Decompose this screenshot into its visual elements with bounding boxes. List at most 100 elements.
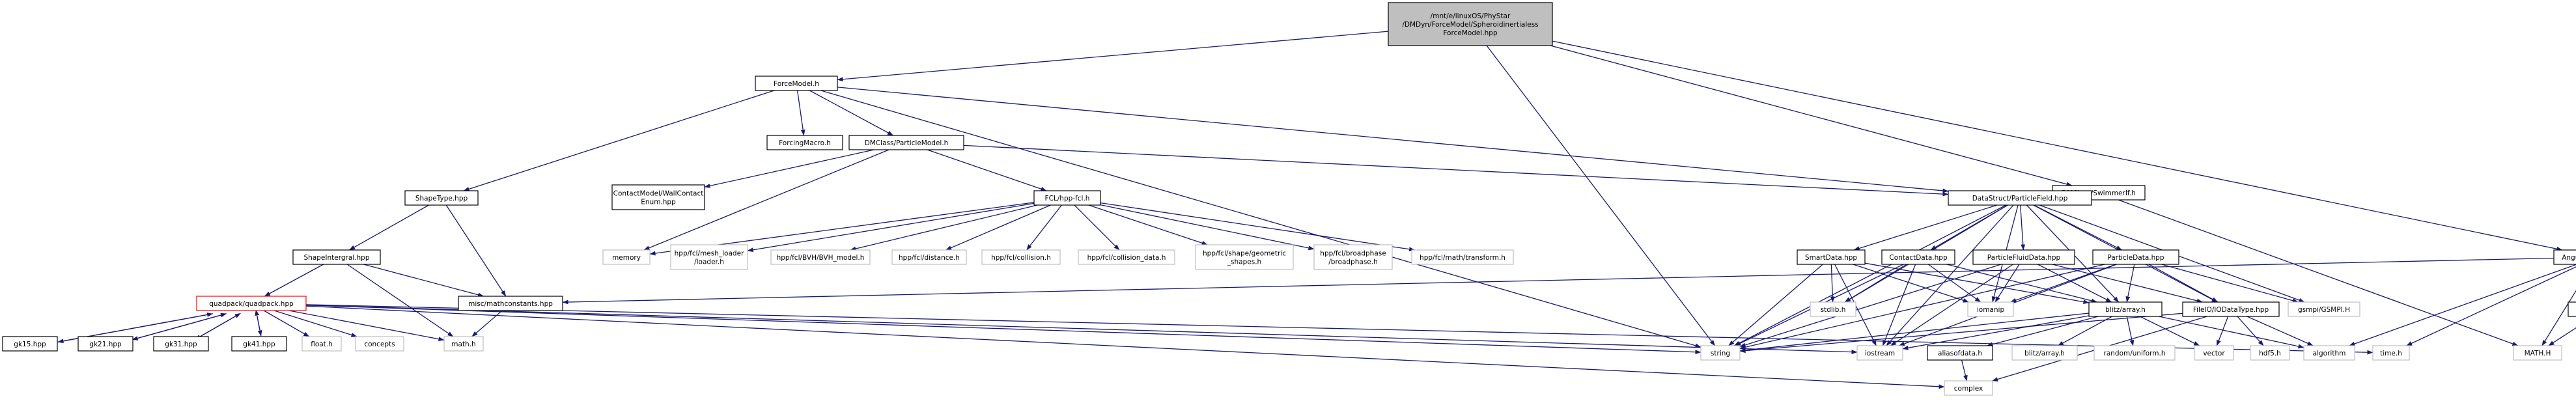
node-box-iostream — [1856, 345, 1903, 361]
node-label-broadphase-0: hpp/fcl/broadphase — [1320, 250, 1386, 258]
node-angularblin[interactable]: AngularBlin.hpp — [2568, 301, 2576, 317]
node-label-concepts-0: concepts — [364, 340, 395, 348]
node-box-shapeintegral — [292, 249, 381, 265]
node-particlefluiddata[interactable]: ParticleFluidData.hpp — [1972, 249, 2075, 265]
node-label-aliasofdata-0: aliasofdata.h — [1938, 350, 1982, 357]
node-distance: hpp/fcl/distance.h — [891, 249, 967, 265]
node-box-iomanip — [1967, 301, 2014, 317]
edge-root-to-string — [1486, 45, 1716, 346]
node-blitzarray[interactable]: blitz/array.h — [2088, 301, 2163, 317]
node-contactdata[interactable]: ContactData.hpp — [1881, 249, 1955, 265]
node-geomshapes: hpp/fcl/shape/geometric_shapes.h — [1195, 244, 1294, 270]
edge-gk41-to-quadpack — [255, 309, 262, 337]
node-label-gk21-0: gk21.hpp — [89, 340, 122, 348]
node-floath: float.h — [301, 336, 342, 352]
node-label-string-0: string — [1711, 350, 1730, 357]
edge-forcemodel-to-particlemodel — [809, 90, 893, 136]
node-label-angular-0: Angular/Angular.hpp — [2562, 254, 2576, 262]
edge-particlemodel-to-particlefield — [963, 145, 1949, 197]
node-mathconstants[interactable]: misc/mathconstants.hpp — [458, 296, 563, 311]
node-fcl[interactable]: FCL/hpp-fcl.h — [1033, 190, 1101, 206]
node-aliasofdata[interactable]: aliasofdata.h — [1927, 345, 1993, 361]
edge-angular-to-timeh — [2406, 266, 2576, 346]
node-label-hdf5-0: hdf5.h — [2259, 350, 2281, 357]
node-label-gk31-0: gk31.hpp — [165, 340, 197, 348]
node-timeh: time.h — [2372, 345, 2410, 361]
node-box-random — [2093, 345, 2176, 361]
node-box-transform — [1411, 249, 1514, 265]
node-gk21[interactable]: gk21.hpp — [77, 336, 133, 352]
node-iomanip: iomanip — [1967, 301, 2014, 317]
node-forcemodel[interactable]: ForceModel.h — [755, 76, 838, 91]
node-box-particlefield — [1948, 190, 2092, 206]
node-algorithm: algorithm — [2303, 345, 2355, 361]
node-label-vector-0: vector — [2203, 350, 2225, 357]
node-box-MATHH — [2513, 345, 2562, 361]
edge-root-to-angular — [1552, 40, 2563, 251]
node-particlemodel[interactable]: DMClass/ParticleModel.h — [848, 135, 964, 150]
node-box-angularblin — [2568, 301, 2576, 317]
edge-forcemodel-to-forcingmacro — [796, 90, 805, 136]
edge-particlemodel-to-memory — [643, 149, 889, 251]
node-smartdata[interactable]: SmartData.hpp — [1797, 249, 1866, 265]
edge-particledata-to-blitzarray — [2125, 264, 2135, 303]
node-shapeintegral[interactable]: ShapeIntergral.hpp — [292, 249, 381, 265]
node-forcingmacro[interactable]: ForcingMacro.h — [766, 135, 843, 150]
node-label-blitzarrayh-0: blitz/array.h — [2024, 350, 2065, 357]
node-box-hdf5 — [2250, 345, 2290, 361]
node-box-aliasofdata — [1927, 345, 1993, 361]
node-box-memory — [602, 249, 651, 265]
node-label-root-1: /DMDyn/ForceModel/Spheroidinertialess — [1402, 21, 1538, 29]
node-layer: /mnt/e/linuxOS/PhyStar/DMDyn/ForceModel/… — [2, 2, 2576, 396]
node-box-floath — [301, 336, 342, 352]
node-angular[interactable]: Angular/Angular.hpp — [2553, 249, 2576, 265]
edge-blitzarray-to-blitzarrayh — [2058, 316, 2112, 346]
edge-particlefluiddata-to-blitzarray — [2037, 264, 2112, 303]
node-box-blitzarray — [2088, 301, 2163, 317]
edge-particlefield-to-string — [1733, 204, 2006, 346]
node-quadpack[interactable]: quadpack/quadpack.hpp — [196, 296, 307, 311]
node-box-forcemodel — [755, 76, 838, 91]
node-label-gk41-0: gk41.hpp — [243, 340, 275, 348]
node-label-timeh-0: time.h — [2380, 350, 2402, 357]
node-box-fileio — [2182, 301, 2280, 317]
edge-fcl-to-distance — [945, 204, 1051, 251]
node-label-transform-0: hpp/fcl/math/transform.h — [1420, 254, 1505, 262]
node-label-meshloader-1: /loader.h — [694, 258, 724, 266]
node-gk31[interactable]: gk31.hpp — [153, 336, 209, 352]
edge-contactdata-to-iomanip — [1927, 264, 1981, 303]
edge-quadpack-to-complex — [305, 305, 1945, 389]
node-bvhmodel: hpp/fcl/BVH/BVH_model.h — [770, 249, 871, 265]
edge-forcemodel-to-string — [820, 90, 1701, 348]
node-fileio[interactable]: FileIO/IODataType.hpp — [2182, 301, 2280, 317]
node-gk15[interactable]: gk15.hpp — [2, 336, 58, 352]
edge-fcl-to-transform — [1100, 202, 1416, 252]
node-label-shapetype-0: ShapeType.hpp — [415, 195, 468, 202]
node-particledata[interactable]: ParticleData.hpp — [2092, 249, 2179, 265]
node-box-blitzarrayh — [2011, 345, 2078, 361]
node-shapetype[interactable]: ShapeType.hpp — [404, 190, 479, 206]
edge-forcemodel-to-shapetype — [463, 90, 775, 191]
node-box-collision — [981, 249, 1061, 265]
edge-particlefield-to-particledata — [2034, 204, 2122, 251]
edge-smartdata-to-blitzarray — [1864, 262, 2090, 304]
node-iostream: iostream — [1856, 345, 1903, 361]
edge-blitzarray-to-algorithm — [2159, 316, 2304, 349]
node-label-MATHH-0: MATH.H — [2525, 350, 2551, 357]
node-label-mathh-0: math.h — [451, 340, 475, 348]
edge-angular-to-algorithm — [2349, 264, 2576, 346]
node-label-quadpack-0: quadpack/quadpack.hpp — [209, 300, 294, 308]
edge-forcemodel-to-particlefield — [837, 87, 1949, 193]
node-particlefield[interactable]: DataStruct/ParticleField.hpp — [1948, 190, 2092, 206]
node-string: string — [1700, 345, 1741, 361]
edge-angular-to-MATHH — [2541, 290, 2576, 346]
edge-gk31-to-quadpack — [195, 313, 241, 340]
node-box-geomshapes — [1195, 244, 1294, 270]
node-label-wallcontact-0: ContactModel/WallContact — [613, 190, 704, 198]
node-label-smartdata-0: SmartData.hpp — [1805, 254, 1857, 262]
node-label-memory-0: memory — [612, 254, 641, 262]
node-gk41[interactable]: gk41.hpp — [231, 336, 287, 352]
node-root[interactable]: /mnt/e/linuxOS/PhyStar/DMDyn/ForceModel/… — [1388, 2, 1553, 46]
node-label-contactdata-0: ContactData.hpp — [1889, 254, 1948, 262]
